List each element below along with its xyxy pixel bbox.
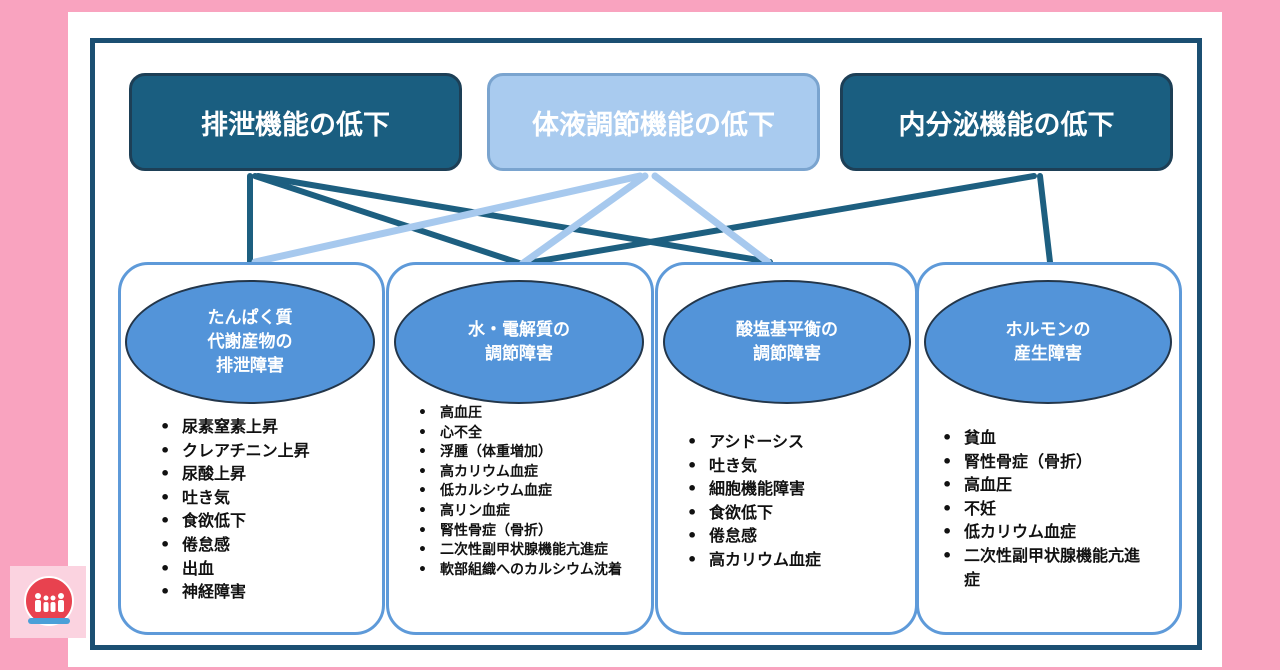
list-item: 高カリウム血症 [683,548,821,572]
ellipse-title-line: 調節障害 [485,344,553,364]
list-item: 二次性副甲状腺機能亢進症 [414,541,650,561]
list-item: 尿素窒素上昇 [156,415,310,439]
connector-endocrine-to-hormone [1037,173,1053,265]
list-item: 高血圧 [414,404,650,424]
ellipse-title-line: 排泄障害 [216,356,284,376]
list-item: 浮腫（体重増加） [414,443,650,463]
symptom-list-acid-base: アシドーシス 吐き気 細胞機能障害 食欲低下 倦怠感 高カリウム血症 [683,430,821,572]
logo-tag [28,618,70,624]
ellipse-title-line: 調節障害 [753,344,821,364]
list-item: 細胞機能障害 [683,477,821,501]
site-logo[interactable] [10,566,86,638]
symptom-list-water: 高血圧 心不全 浮腫（体重増加） 高カリウム血症 低カルシウム血症 高リン血症 … [414,404,650,580]
list-item: アシドーシス [683,430,821,454]
list-item: 二次性副甲状腺機能亢進症 [938,544,1148,591]
list-item: 倦怠感 [156,533,310,557]
list-item: 食欲低下 [156,509,310,533]
box-endocrine-decline: 内分泌機能の低下 [840,73,1173,171]
list-item: 高リン血症 [414,502,650,522]
ellipse-title-line: 代謝産物の [207,332,293,352]
ellipse-protein-excretion: たんぱく質 代謝産物の 排泄障害 [125,280,375,404]
ellipse-title-line: ホルモンの [1005,320,1091,340]
connector-endocrine-to-water [519,173,1037,267]
ellipse-title-line: 酸塩基平衡の [736,320,838,340]
ellipse-water-electrolyte: 水・電解質の 調節障害 [394,280,644,404]
connector-fluid-to-water [518,172,649,268]
list-item: 神経障害 [156,580,310,604]
box-label: 体液調節機能の低下 [532,109,775,141]
list-item: 尿酸上昇 [156,462,310,486]
list-item: 食欲低下 [683,501,821,525]
list-item: 低カルシウム血症 [414,482,650,502]
box-label: 内分泌機能の低下 [898,109,1115,141]
ellipse-hormone: ホルモンの 産生障害 [924,280,1172,404]
list-item: 吐き気 [156,486,310,510]
connector-excretion-to-water [252,173,525,267]
box-label: 排泄機能の低下 [201,109,390,141]
symptom-list-protein: 尿素窒素上昇 クレアチニン上昇 尿酸上昇 吐き気 食欲低下 倦怠感 出血 神経障… [156,415,310,604]
list-item: 高カリウム血症 [414,463,650,483]
connector-fluid-to-acid [651,172,772,266]
list-item: クレアチニン上昇 [156,439,310,463]
list-item: 倦怠感 [683,524,821,548]
family-logo-icon [24,576,74,626]
connector-excretion-to-acid [255,173,773,265]
list-item: 吐き気 [683,454,821,478]
ellipse-title-line: 産生障害 [1014,344,1082,364]
list-item: 腎性骨症（骨折） [414,522,650,542]
list-item: 出血 [156,557,310,581]
ellipse-title-line: たんぱく質 [207,308,293,328]
ellipse-acid-base: 酸塩基平衡の 調節障害 [663,280,911,404]
list-item: 心不全 [414,424,650,444]
connector-fluid-to-protein [251,172,644,266]
symptom-list-hormone: 貧血 腎性骨症（骨折） 高血圧 不妊 低カリウム血症 二次性副甲状腺機能亢進症 [938,426,1148,591]
list-item: 腎性骨症（骨折） [938,450,1148,474]
ellipse-title-line: 水・電解質の [468,320,570,340]
box-excretion-decline: 排泄機能の低下 [129,73,462,171]
box-fluid-regulation-decline: 体液調節機能の低下 [487,73,820,171]
family-figures-icon [35,593,64,612]
list-item: 軟部組織へのカルシウム沈着 [414,561,624,581]
list-item: 貧血 [938,426,1148,450]
list-item: 不妊 [938,497,1148,521]
list-item: 低カリウム血症 [938,520,1148,544]
list-item: 高血圧 [938,473,1148,497]
